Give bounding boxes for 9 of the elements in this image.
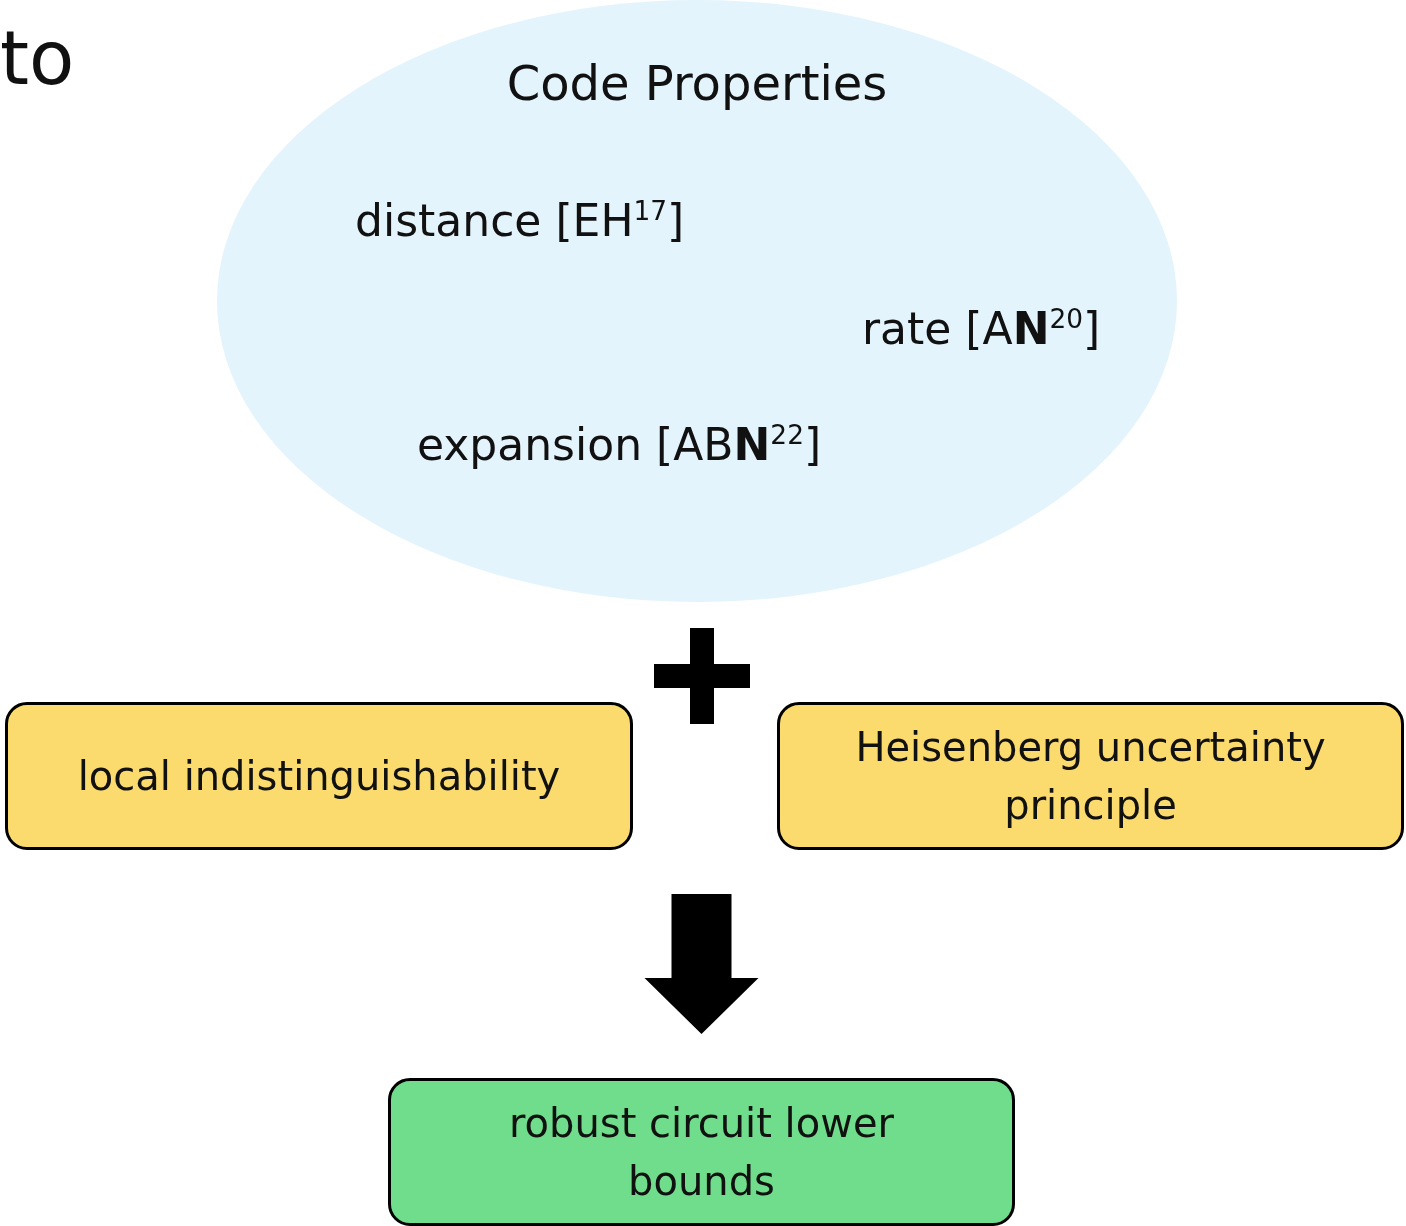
result-box: robust circuit lower bounds <box>388 1078 1015 1226</box>
fragment-text: to <box>0 18 75 98</box>
concept-box: local indistinguishability <box>5 702 633 850</box>
property-text: rate [AN$^{20}$] <box>862 303 1101 354</box>
property-text: distance [EH$^{17}$] <box>355 195 685 246</box>
ellipse-heading: Code Properties <box>506 55 888 111</box>
property-text: expansion [ABN$^{22}$] <box>417 419 822 470</box>
block-arrow <box>644 894 759 1034</box>
concept-box: Heisenberg uncertainty principle <box>777 702 1404 850</box>
